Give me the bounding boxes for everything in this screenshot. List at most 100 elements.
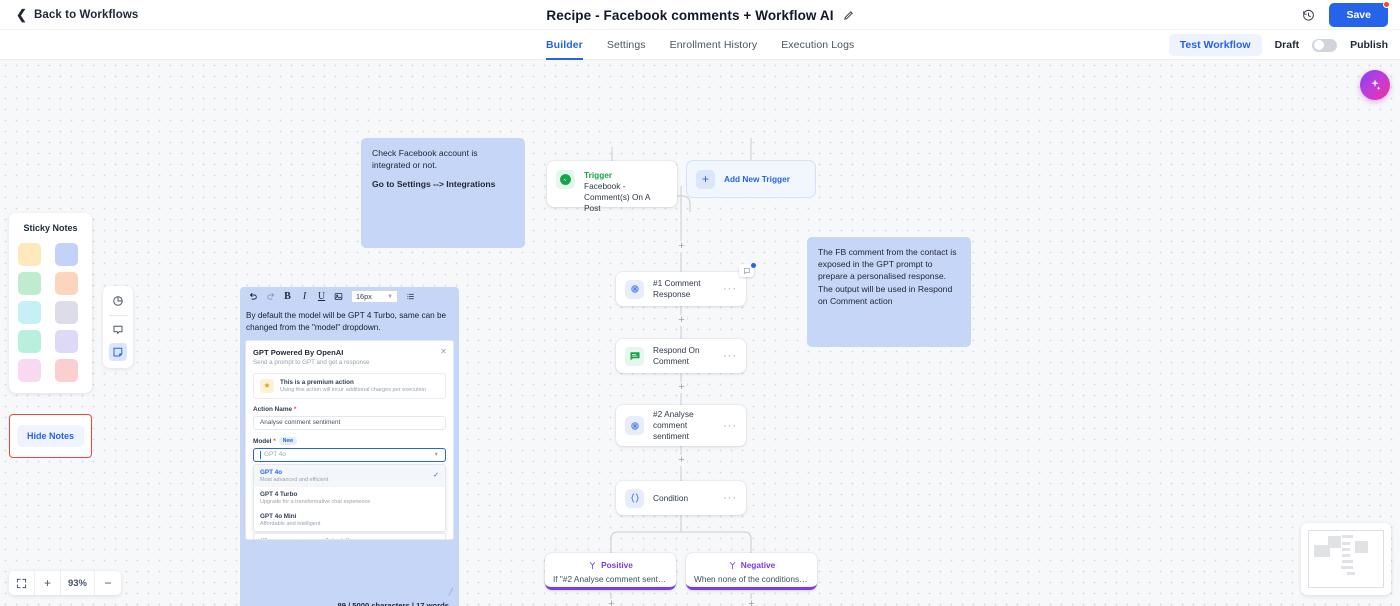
test-workflow-button[interactable]: Test Workflow	[1168, 34, 1262, 56]
sticky-color-swatch[interactable]	[54, 330, 78, 353]
node-respond-text: Respond On Comment	[653, 345, 717, 367]
sticky-note-editor[interactable]: B I U 16px ▼ By default the model will b…	[240, 287, 459, 606]
undo-icon[interactable]	[245, 288, 262, 305]
image-icon[interactable]	[330, 288, 347, 305]
italic-icon[interactable]: I	[302, 291, 307, 302]
model-option-gpt4o[interactable]: GPT 4o Most advanced and efficient ✓	[254, 464, 445, 487]
sticky-note-icon[interactable]	[109, 343, 127, 361]
node-menu-button[interactable]: ···	[723, 419, 737, 432]
node-note-badge[interactable]	[739, 262, 756, 277]
bullet-list-icon[interactable]	[402, 288, 419, 305]
sticky-notes-color-grid	[18, 243, 83, 382]
branch-negative[interactable]: Negative When none of the conditions are…	[686, 553, 817, 590]
fit-screen-icon[interactable]	[9, 571, 35, 595]
minimap-block	[1341, 566, 1353, 569]
node-respond-on-comment[interactable]: Respond On Comment ···	[616, 339, 746, 373]
node-trigger-facebook-comments[interactable]: Trigger Facebook - Comment(s) On A Post	[547, 161, 677, 213]
sticky-color-swatch[interactable]	[18, 243, 41, 266]
tab-settings-label: Settings	[606, 38, 646, 51]
gpt-action-card: ✕ GPT Powered By OpenAI Send a prompt to…	[245, 339, 454, 540]
minimap-viewport	[1308, 530, 1384, 588]
zoom-in-button[interactable]: +	[35, 571, 61, 595]
sticky-note-facebook-integration[interactable]: Check Facebook account is integrated or …	[361, 138, 525, 248]
pie-chart-icon[interactable]	[109, 292, 127, 310]
zoom-out-button[interactable]: −	[104, 576, 112, 590]
gpt-card-title: GPT Powered By OpenAI	[253, 347, 344, 357]
prompt-textarea[interactable]: {{fb_comment_on_post.fb.body}}	[253, 532, 446, 539]
check-icon: ✓	[433, 471, 439, 479]
required-marker: *	[292, 405, 297, 413]
ai-sparkle-icon[interactable]	[1360, 70, 1390, 100]
editor-body[interactable]: By default the model will be GPT 4 Turbo…	[240, 306, 459, 334]
node-condition[interactable]: Condition ···	[616, 481, 746, 515]
add-step-plus-2[interactable]: +	[676, 315, 687, 326]
minimap-block	[1342, 554, 1350, 557]
draft-label: Draft	[1274, 39, 1300, 51]
sticky-color-swatch[interactable]	[54, 243, 78, 266]
branch-positive[interactable]: Positive If "#2 Analyse comment sentimen…	[545, 553, 676, 590]
add-step-plus-3[interactable]: +	[676, 382, 687, 393]
publish-toggle[interactable]	[1312, 38, 1338, 52]
back-to-workflows-link[interactable]: ❮ Back to Workflows	[16, 8, 138, 21]
messenger-icon	[556, 170, 575, 189]
tab-enrollment-history-label: Enrollment History	[669, 38, 758, 51]
tab-builder[interactable]: Builder	[546, 30, 583, 60]
action-name-label-text: Action Name	[253, 405, 293, 413]
minimap-block	[1328, 536, 1341, 548]
page-title: Recipe - Facebook comments + Workflow AI	[546, 7, 834, 23]
model-option-gpt4omini[interactable]: GPT 4o Mini Affordable and intelligent	[254, 509, 445, 531]
resize-handle[interactable]: ╱	[448, 589, 453, 596]
minimap[interactable]	[1301, 523, 1391, 595]
hide-notes-button[interactable]: Hide Notes	[16, 425, 84, 447]
bold-icon[interactable]: B	[284, 291, 291, 302]
add-step-plus-4[interactable]: +	[676, 455, 687, 466]
sticky-note-gpt-prompt[interactable]: The FB comment from the contact is expos…	[807, 237, 971, 347]
underline-icon[interactable]: U	[317, 291, 326, 302]
comment-icon[interactable]	[109, 321, 127, 339]
node-trigger-text: Trigger Facebook - Comment(s) On A Post	[584, 170, 668, 214]
plus-icon: +	[696, 169, 715, 189]
sticky-color-swatch[interactable]	[18, 272, 41, 295]
sticky-color-swatch[interactable]	[18, 330, 41, 353]
minimap-block	[1342, 560, 1353, 563]
action-name-input[interactable]: Analyse comment sentiment	[253, 415, 446, 430]
node-analyse-comment-sentiment[interactable]: #2 Analyse comment sentiment ···	[616, 405, 746, 446]
add-step-plus-1[interactable]: +	[676, 241, 687, 252]
model-select-input[interactable]: GPT 4o ▼	[253, 447, 446, 462]
tab-execution-logs[interactable]: Execution Logs	[781, 30, 854, 60]
sticky-color-swatch[interactable]	[54, 272, 78, 295]
add-step-plus-positive[interactable]: +	[606, 599, 617, 606]
node-menu-button[interactable]: ···	[723, 283, 737, 295]
workflow-canvas[interactable]: + + + + + + Check Facebook account is in…	[0, 60, 1400, 606]
node-name: #2 Analyse comment sentiment	[653, 409, 694, 441]
gpt-card-subtitle: Send a prompt to GPT and get a response	[253, 358, 370, 366]
premium-action-banner: ★ This is a premium action Using this ac…	[253, 372, 446, 399]
sticky-color-swatch[interactable]	[54, 301, 78, 324]
sticky-color-swatch[interactable]	[18, 359, 41, 382]
unsaved-changes-dot	[1383, 1, 1390, 8]
redo-icon[interactable]	[262, 288, 279, 305]
star-icon: ★	[260, 378, 274, 393]
history-clock-icon[interactable]	[1302, 9, 1315, 22]
close-icon[interactable]: ✕	[440, 346, 447, 356]
font-size-value: 16px	[356, 292, 372, 301]
model-option-gpt4turbo[interactable]: GPT 4 Turbo Upgrade for a transformative…	[254, 487, 445, 509]
node-menu-button[interactable]: ···	[723, 350, 737, 362]
node-comment-response[interactable]: #1 Comment Response ···	[616, 262, 756, 306]
save-button[interactable]: Save	[1329, 1, 1390, 27]
model-dropdown-list: GPT 4o Most advanced and efficient ✓ GPT…	[253, 463, 446, 532]
add-step-plus-negative[interactable]: +	[746, 599, 757, 606]
pencil-icon[interactable]	[843, 10, 854, 21]
minimap-block	[1347, 572, 1355, 575]
font-size-select[interactable]: 16px ▼	[351, 290, 398, 303]
tab-settings[interactable]: Settings	[607, 30, 646, 60]
branch-positive-condition: If "#2 Analyse comment sentiment - R...	[553, 574, 668, 584]
save-label: Save	[1346, 9, 1371, 21]
node-menu-button[interactable]: ···	[723, 492, 737, 504]
sticky-color-swatch[interactable]	[18, 301, 41, 324]
sticky-color-swatch[interactable]	[54, 359, 78, 382]
tab-enrollment-history[interactable]: Enrollment History	[670, 30, 758, 60]
tab-list: Builder Settings Enrollment History Exec…	[546, 30, 854, 60]
add-new-trigger-button[interactable]: + Add New Trigger	[686, 160, 816, 198]
